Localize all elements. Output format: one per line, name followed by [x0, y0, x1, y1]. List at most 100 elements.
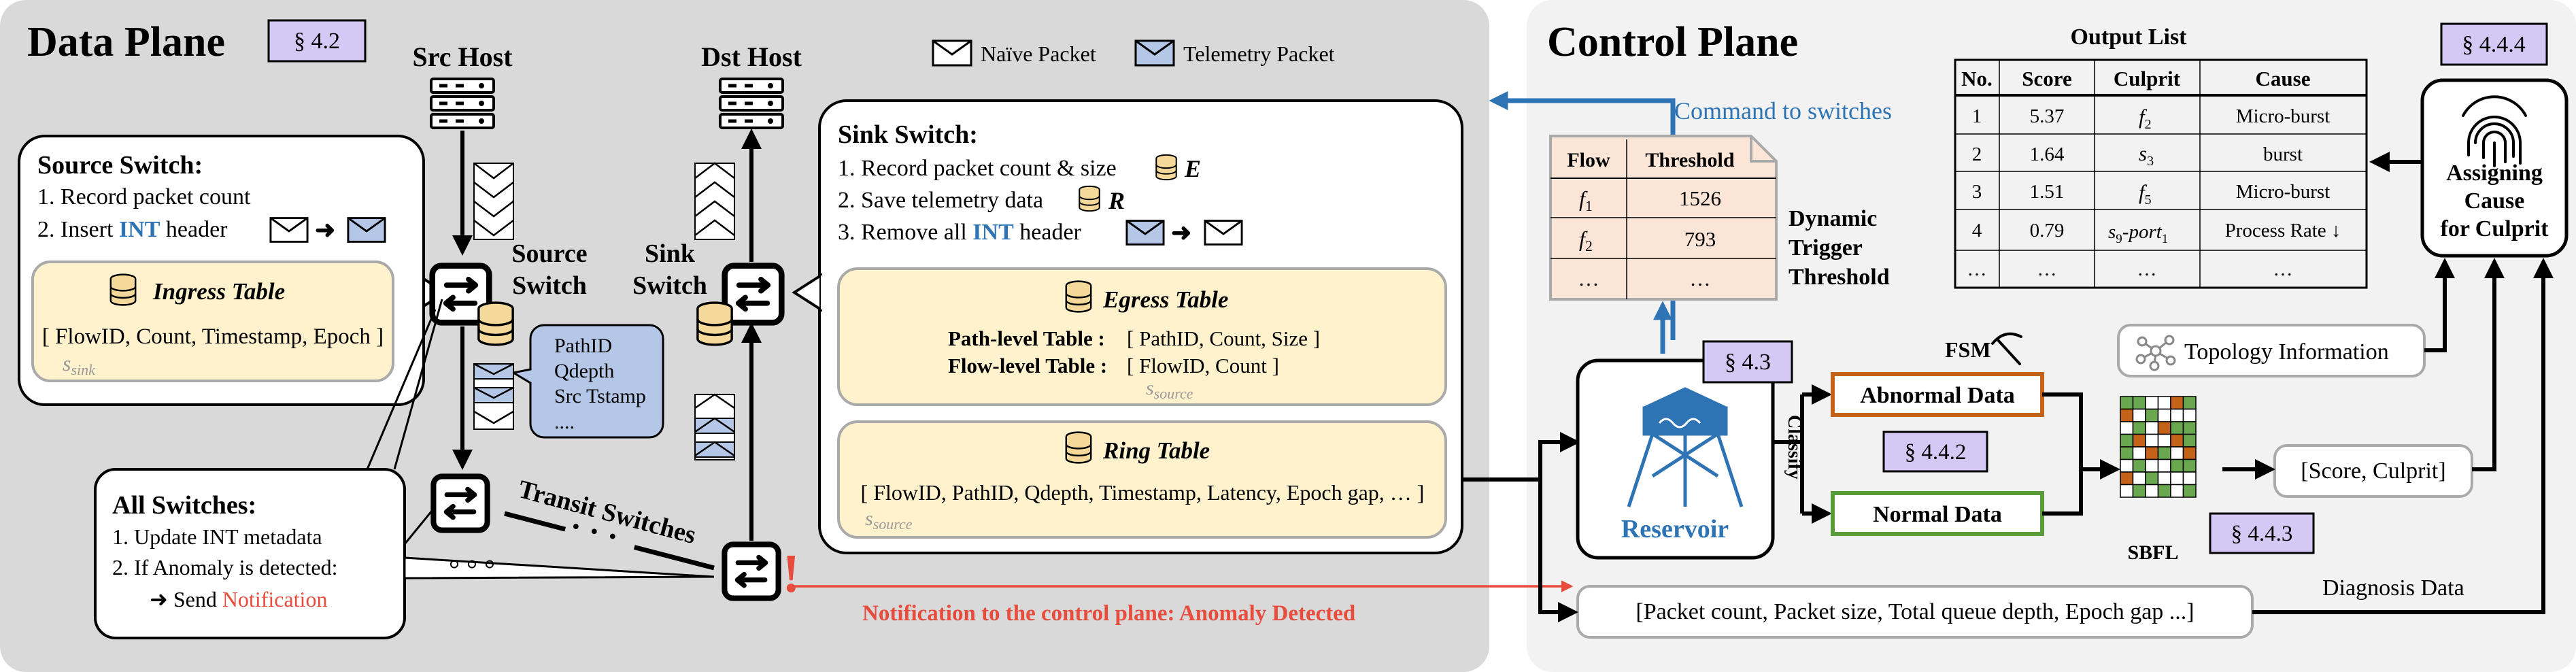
telemetry-packet-icon — [347, 217, 386, 243]
all-switches-pointer-2 — [403, 506, 437, 545]
sink-step-3: 3. Remove all INT header — [838, 220, 1082, 245]
output-header-no: No. — [1961, 67, 1993, 90]
reservoir-label: Reservoir — [1621, 515, 1729, 543]
pickaxe-icon — [1991, 332, 2022, 365]
source-step-2: 2. Insert INT header — [37, 217, 228, 242]
sink-to-reservoir-link — [1462, 432, 1580, 482]
section-tag-4-4-3 — [2209, 512, 2315, 554]
telemetry-stack-flaps — [473, 363, 514, 424]
all-switches-title: All Switches: — [112, 491, 256, 520]
int-bubble-line-2: Qdepth — [554, 360, 614, 382]
output-row-3-no: 3 — [1972, 181, 1982, 203]
sink-telemetry-stack-fill-1 — [694, 418, 735, 434]
command-label: Command to switches — [1674, 97, 1892, 124]
sink-packet-stack-up-flaps — [694, 162, 735, 236]
output-row-4-culprit: s9-port1 — [2108, 221, 2168, 246]
section-tag-4-4-4-label: § 4.4.4 — [2462, 32, 2526, 57]
all-switches-pointer-4 — [366, 309, 437, 470]
sbfl-label: SBFL — [2127, 541, 2178, 564]
sbfl-cell — [2145, 471, 2159, 486]
sbfl-cell — [2120, 408, 2134, 422]
water-tower-icon — [1627, 387, 1744, 507]
ingress-db-icon — [109, 273, 137, 306]
sbfl-cell — [2170, 396, 2184, 410]
int-bubble-line-4: .... — [554, 411, 575, 433]
output-row-2-no: 2 — [1972, 144, 1982, 165]
output-row-1-score: 5.37 — [2030, 105, 2065, 127]
topology-to-assign-link — [2424, 258, 2455, 352]
fsm-label: FSM — [1945, 337, 1991, 362]
sbfl-cell — [2157, 446, 2171, 460]
output-row-1-cause: Micro-burst — [2236, 105, 2331, 127]
sbfl-cell — [2182, 433, 2197, 448]
all-switches-box-cover — [97, 471, 403, 636]
egress-path-fields: [ PathID, Count, Size ] — [1127, 326, 1320, 350]
sbfl-cell — [2120, 433, 2134, 448]
sbfl-cell — [2170, 484, 2184, 498]
telemetry-packet-icon — [1125, 220, 1165, 246]
transit-switch-2-icon — [724, 544, 778, 598]
sbfl-cell — [2170, 433, 2184, 448]
reservoir-to-diagnosis-link — [1538, 480, 1578, 622]
sink-telemetry-stack-flaps — [694, 393, 735, 457]
assign-line-1: Assigning — [2446, 161, 2543, 186]
output-row-1-no: 1 — [1972, 105, 1982, 127]
topology-graph-icon — [2135, 335, 2176, 371]
legend-telemetry-label: Telemetry Packet — [1183, 41, 1335, 66]
sbfl-cell — [2157, 396, 2171, 410]
sbfl-matrix — [2120, 396, 2197, 498]
egress-flow-fields: [ FlowID, Count ] — [1127, 354, 1279, 377]
sbfl-cell — [2145, 433, 2159, 448]
exclamation-alert-icon: ! — [782, 544, 800, 604]
output-list-title: Output List — [2071, 24, 2188, 50]
egress-table-box — [837, 267, 1447, 406]
legend-naive-label: Naïve Packet — [981, 41, 1096, 66]
ingress-table-title: Ingress Table — [152, 278, 285, 305]
sbfl-cell — [2157, 458, 2171, 473]
sbfl-cell — [2132, 484, 2146, 498]
assign-line-2: Cause — [2464, 188, 2525, 214]
source-db-icon — [477, 301, 514, 346]
fingerprint-icon — [2462, 95, 2527, 167]
notification-label: Notification to the control plane: Anoma… — [862, 601, 1355, 626]
int-bubble-line-1: PathID — [554, 335, 612, 357]
sink-switch-icon — [725, 266, 782, 323]
sbfl-cell — [2182, 408, 2197, 422]
sbfl-cell — [2170, 446, 2184, 460]
threshold-caption-1: Dynamic — [1789, 206, 1877, 231]
section-tag-4-2 — [267, 19, 367, 63]
section-tag-4-3 — [1702, 340, 1793, 384]
all-switches-ellipsis: ° ° ° — [449, 554, 495, 584]
threshold-row-1-value: 1526 — [1679, 186, 1721, 210]
all-switches-pointer-3 — [393, 299, 443, 470]
sbfl-cell — [2157, 433, 2171, 448]
egress-db-icon — [1065, 280, 1092, 313]
topology-info-label: Topology Information — [2184, 339, 2389, 365]
sbfl-cell — [2132, 458, 2146, 473]
transform-arrow-icon: ➜ — [315, 216, 335, 243]
dst-host-server-icon — [720, 79, 783, 128]
source-step-1: 1. Record packet count — [37, 184, 251, 209]
output-row-2-culprit: s3 — [2139, 141, 2154, 169]
sbfl-cell — [2120, 396, 2134, 410]
ring-table-box — [837, 420, 1447, 539]
diagnosis-data-label: Diagnosis Data — [2322, 575, 2464, 601]
sbfl-cell — [2157, 408, 2171, 422]
packet-stack-1-flaps — [473, 163, 514, 237]
sbfl-cell — [2132, 446, 2146, 460]
output-row-3-score: 1.51 — [2030, 181, 2065, 203]
section-tag-4-4-2-label: § 4.4.2 — [1905, 440, 1967, 465]
sink-switch-label-2: Switch — [632, 271, 707, 300]
output-header-score: Score — [2022, 67, 2071, 90]
sbfl-cell — [2182, 396, 2197, 410]
sink-db-icon — [696, 301, 733, 346]
sink-telemetry-stack-fill-2 — [694, 441, 735, 458]
classify-label: Classify — [1784, 415, 1805, 480]
assign-line-3: for Culprit — [2441, 216, 2549, 241]
naive-packet-icon — [932, 39, 972, 67]
output-row-5-cause: … — [2273, 258, 2293, 280]
sbfl-cell — [2157, 471, 2171, 486]
output-row-5-no: … — [1967, 258, 1987, 280]
sbfl-cell — [2120, 484, 2134, 498]
